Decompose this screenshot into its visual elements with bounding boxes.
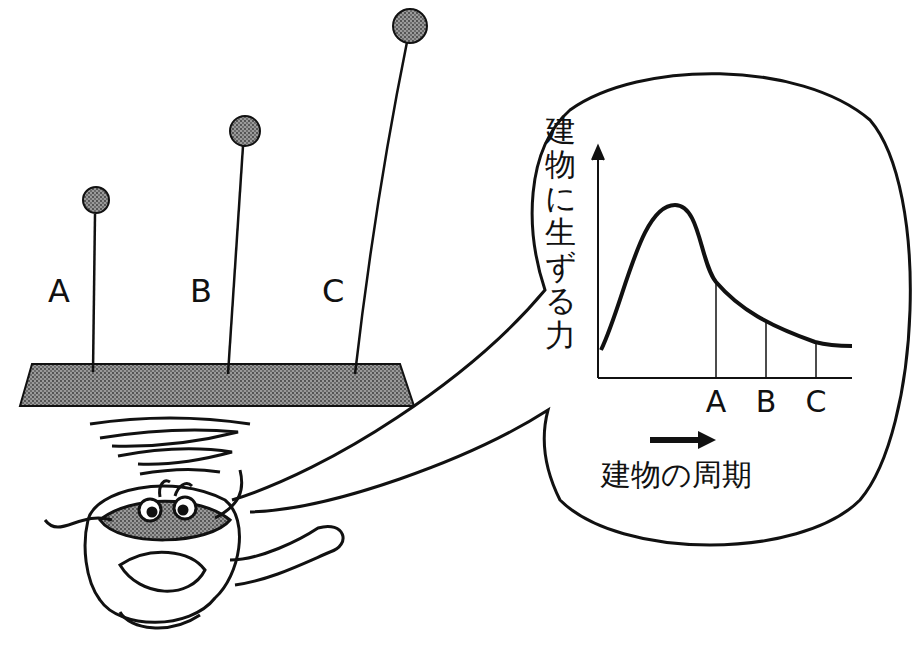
period-label: A <box>706 387 727 417</box>
axis-arrow <box>650 437 700 443</box>
catfish <box>45 470 343 628</box>
graph-axes <box>592 146 852 378</box>
speech-bubble-content: 建物に生ずる力 ABC 建物の周期 <box>525 75 910 545</box>
speech-bubble <box>232 74 910 545</box>
period-markers <box>716 282 816 378</box>
model-label: B <box>190 275 212 307</box>
response-curve <box>601 205 852 350</box>
building-models <box>93 42 407 374</box>
y-axis-label: 建物に生ずる力 <box>545 113 576 352</box>
x-axis-label: 建物の周期 <box>601 460 752 490</box>
period-label: B <box>756 387 777 417</box>
period-label: C <box>806 387 827 417</box>
axis-arrowhead <box>698 431 716 449</box>
mass-balls <box>83 9 427 213</box>
tremor-waves <box>90 418 250 474</box>
model-label: C <box>322 275 344 307</box>
model-label: A <box>48 275 70 307</box>
